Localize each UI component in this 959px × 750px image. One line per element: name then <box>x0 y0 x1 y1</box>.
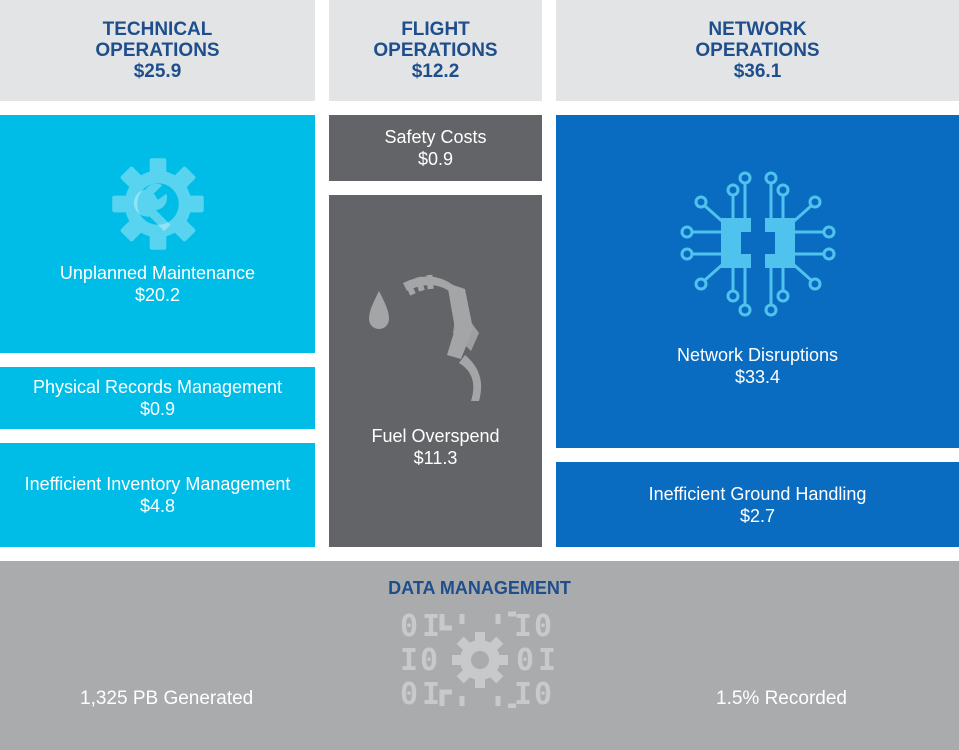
tile-network-disruptions: Network Disruptions $33.4 <box>556 115 959 448</box>
header-title-line1: FLIGHT <box>401 19 470 40</box>
header-total: $25.9 <box>133 61 182 82</box>
header-title-line2: OPERATIONS <box>373 40 498 61</box>
tile-label: Physical Records Management <box>32 377 283 397</box>
header-title-line2: OPERATIONS <box>95 40 220 61</box>
fuel-nozzle-icon <box>368 274 481 401</box>
header-network-operations: NETWORK OPERATIONS $36.1 <box>556 0 959 101</box>
tile-value: $2.7 <box>739 505 776 526</box>
tile-value: $20.2 <box>134 285 181 305</box>
tile-inefficient-inventory-management: Inefficient Inventory Management $4.8 <box>0 443 315 547</box>
header-technical-operations: TECHNICAL OPERATIONS $25.9 <box>0 0 315 101</box>
data-recorded-stat: 1.5% Recorded <box>716 688 847 709</box>
svg-text:0: 0 <box>516 643 534 678</box>
header-total: $12.2 <box>411 61 460 82</box>
tile-label: Unplanned Maintenance <box>59 263 256 283</box>
svg-text:0: 0 <box>400 677 418 708</box>
header-total: $36.1 <box>733 61 782 82</box>
tile-value: $33.4 <box>734 366 781 387</box>
svg-text:I: I <box>514 677 532 708</box>
tile-label: Inefficient Ground Handling <box>648 483 867 504</box>
svg-text:I: I <box>422 677 440 708</box>
tile-fuel-overspend: Fuel Overspend $11.3 <box>329 195 542 547</box>
tile-value: $4.8 <box>139 496 176 516</box>
data-management-title: DATA MANAGEMENT <box>388 578 571 598</box>
circuit-chip-icon <box>680 171 835 316</box>
tile-value: $0.9 <box>417 149 454 169</box>
header-title-line2: OPERATIONS <box>695 40 820 61</box>
tile-label: Safety Costs <box>384 127 487 147</box>
data-generated-stat: 1,325 PB Generated <box>80 688 254 709</box>
tile-label: Inefficient Inventory Management <box>24 474 291 494</box>
tile-value: $11.3 <box>413 448 458 468</box>
svg-text:0: 0 <box>400 609 418 644</box>
svg-text:0: 0 <box>534 609 552 644</box>
tile-label: Fuel Overspend <box>371 426 500 446</box>
header-flight-operations: FLIGHT OPERATIONS $12.2 <box>329 0 542 101</box>
svg-text:I: I <box>538 643 556 678</box>
tile-safety-costs: Safety Costs $0.9 <box>329 115 542 181</box>
gear-wrench-icon <box>111 158 204 250</box>
tile-inefficient-ground-handling: Inefficient Ground Handling $2.7 <box>556 462 959 547</box>
tile-physical-records-management: Physical Records Management $0.9 <box>0 367 315 429</box>
tile-value: $0.9 <box>139 399 176 419</box>
header-title-line1: TECHNICAL <box>102 19 213 40</box>
svg-text:I: I <box>400 643 418 678</box>
header-title-line1: NETWORK <box>708 19 807 40</box>
svg-text:I: I <box>422 609 440 644</box>
svg-text:0: 0 <box>420 643 438 678</box>
tile-label: Network Disruptions <box>676 344 839 365</box>
svg-text:I: I <box>514 609 532 644</box>
svg-text:0: 0 <box>534 677 552 708</box>
tile-unplanned-maintenance: Unplanned Maintenance $20.2 <box>0 115 315 353</box>
